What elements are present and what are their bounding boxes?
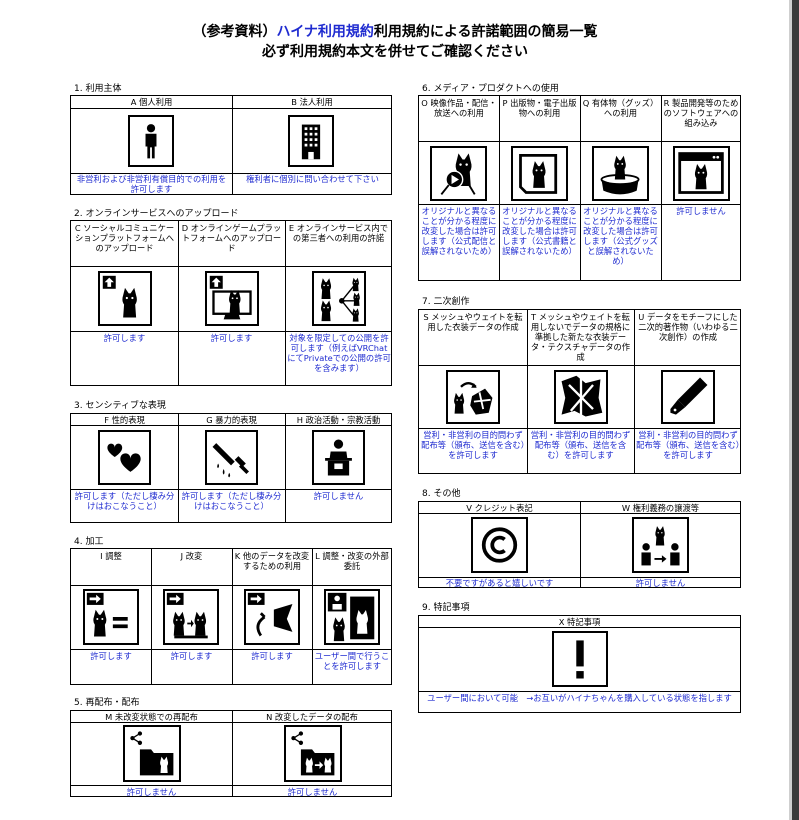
section-1-table: A 個人利用 B 法人利用 非営利および非営利有償目的での利用を許可します 権利…	[70, 95, 392, 195]
scroll-edge	[792, 0, 799, 820]
bloody-knife-icon	[205, 430, 258, 485]
s2-header-e: E オンラインサービス内での第三者への利用の許諾	[288, 223, 389, 243]
s2-result-d: 許可します	[210, 333, 253, 343]
s1-result-a: 非営利および非営利有償目的での利用を許可します	[76, 174, 227, 194]
s5-header-n: N 改変したデータの配布	[266, 712, 358, 722]
transfer-rights-icon	[632, 517, 689, 573]
s7-header-s: S メッシュやウェイトを転用した衣装データの作成	[423, 312, 523, 332]
s3-result-g: 許可します（ただし棲み分けはおこなうこと）	[181, 491, 282, 511]
title-prefix: （参考資料）	[192, 24, 277, 40]
s6-header-p: P 出版物・電子出版物への利用	[502, 98, 577, 118]
s1-header-a: A 個人利用	[130, 97, 173, 107]
s4-result-k: 許可します	[251, 651, 293, 661]
section-9-table: X 特記事項 ユーザー間において可能 →お互いがハイナちゃんを購入している状態を…	[418, 615, 741, 713]
section-6-title: 6. メディア・プロダクトへの使用	[422, 84, 559, 94]
s3-header-g: G 暴力的表現	[206, 415, 257, 425]
share-folder-cat-icon	[123, 725, 181, 782]
s2-result-c: 許可します	[103, 333, 146, 343]
hearts-icon	[98, 430, 151, 485]
upload-cat-icon	[98, 271, 152, 326]
video-cat-icon	[430, 146, 487, 201]
s4-header-l: L 調整・改変の外部委託	[315, 551, 389, 571]
s7-result-t: 営利・非営利の目的問わず配布等（頒布、送信を含む）を許可します	[530, 430, 631, 460]
s9-result-x: ユーザー間において可能 →お互いがハイナちゃんを購入している状態を指します	[427, 693, 732, 703]
building-icon	[288, 115, 334, 167]
s6-result-p: オリジナルと異なることが分かる程度に改変した場合は許可します（公式書籍と誤解され…	[502, 206, 577, 256]
exclamation-icon	[552, 631, 608, 687]
s3-result-f: 許可します（ただし棲み分けはおこなうこと）	[74, 491, 175, 511]
s3-result-h: 許可しません	[313, 491, 364, 501]
section-5-title: 5. 再配布・配布	[74, 698, 140, 708]
title-suffix: 利用規約による許諾範囲の簡易一覧	[373, 24, 598, 40]
s4-result-l: ユーザー間で行うことを許可します	[314, 651, 390, 671]
title-subline: 必ず利用規約本文を併せてご確認ください	[262, 44, 528, 60]
s6-header-r: R 製品開発等のためのソフトウェアへの組み込み	[663, 98, 739, 128]
section-4-table: I 調整 J 改変 K 他のデータを改変するための利用 L 調整・改変の外部委託…	[70, 548, 392, 685]
goods-cat-icon	[592, 146, 649, 201]
section-7-table: S メッシュやウェイトを転用した衣装データの作成 T メッシュやウェイトを転用し…	[418, 309, 741, 474]
s1-header-b: B 法人利用	[291, 97, 333, 107]
adjust-cat-icon	[83, 589, 139, 645]
modify-cat-icon	[163, 589, 219, 645]
s4-header-i: I 調整	[100, 551, 122, 561]
s7-header-u: U データをモチーフにした二次的著作物（いわゆる二次創作）の作成	[638, 312, 738, 342]
section-7-title: 7. 二次創作	[422, 297, 470, 307]
section-8-title: 8. その他	[422, 489, 461, 499]
s8-header-w: W 権利義務の譲渡等	[621, 503, 700, 513]
section-4-title: 4. 加工	[74, 537, 104, 547]
s8-result-w: 許可しません	[635, 578, 686, 588]
s8-result-v: 不要ですがあると嬉しいです	[445, 578, 554, 588]
outsource-icon	[324, 589, 380, 645]
s7-result-u: 営利・非営利の目的問わず配布等（頒布、送信を含む）を許可します	[636, 430, 740, 460]
software-window-cat-icon	[673, 146, 730, 201]
s3-header-f: F 性的表現	[104, 415, 145, 425]
s7-header-t: T メッシュやウェイトを転用しないでデータの規格に準拠した新たな衣装データ・テク…	[530, 312, 631, 362]
speaker-podium-icon	[312, 430, 365, 485]
fabric-icon	[554, 370, 608, 424]
s8-header-v: V クレジット表記	[466, 503, 533, 513]
s7-result-s: 営利・非営利の目的問わず配布等（頒布、送信を含む）を許可します	[421, 430, 525, 460]
section-3-title: 3. センシティブな表現	[74, 401, 166, 411]
s6-header-q: Q 有体物（グッズ）への利用	[582, 98, 659, 118]
s9-header-x: X 特記事項	[558, 617, 601, 627]
s4-result-j: 許可します	[170, 651, 213, 661]
person-icon	[128, 115, 174, 167]
s4-header-j: J 改変	[180, 551, 203, 561]
s6-header-o: O 映像作品・配信・放送への利用	[421, 98, 497, 118]
s3-header-h: H 政治活動・宗教活動	[296, 415, 381, 425]
s5-result-n: 許可しません	[287, 787, 338, 797]
s2-result-e: 対象を限定しての公開を許可します（例えばVRChatにてPrivateでの公開の…	[287, 333, 391, 373]
s6-result-r: 許可しません	[676, 206, 726, 216]
s5-header-m: M 未改変状態での再配布	[105, 712, 198, 722]
s4-result-i: 許可します	[90, 651, 132, 661]
s2-header-d: D オンラインゲームプラットフォームへのアップロード	[181, 223, 282, 253]
section-8-table: V クレジット表記 W 権利義務の譲渡等 不要ですがあると嬉しいです 許可しませ…	[418, 501, 741, 588]
section-1-title: 1. 利用主体	[74, 84, 122, 94]
s6-result-o: オリジナルと異なることが分かる程度に改変した場合は許可します（公式配信と誤解され…	[421, 206, 497, 256]
section-3-table: F 性的表現 G 暴力的表現 H 政治活動・宗教活動 許可します（ただし棲み分け…	[70, 413, 392, 523]
s2-header-c: C ソーシャルコミュニケーションプラットフォームへのアップロード	[74, 223, 175, 253]
section-5-table: M 未改変状態での再配布 N 改変したデータの配布 許可しません 許可しません	[70, 710, 392, 797]
share-network-icon	[312, 271, 366, 326]
page-title: （参考資料）ハイナ利用規約利用規約による許諾範囲の簡易一覧 必ず利用規約本文を併…	[0, 22, 790, 62]
section-2-title: 2. オンラインサービスへのアップロード	[74, 209, 239, 219]
s6-result-q: オリジナルと異なることが分かる程度に改変した場合は許可します（公式グッズと誤解さ…	[583, 206, 658, 266]
s1-result-b: 権利者に個別に問い合わせて下さい	[246, 174, 379, 184]
pen-nib-icon	[661, 370, 715, 424]
page-shadow	[789, 0, 792, 820]
section-9-title: 9. 特記事項	[422, 603, 470, 613]
upload-monitor-cat-icon	[205, 271, 259, 326]
extract-part-icon	[244, 589, 300, 645]
cat-to-fabric-icon	[446, 370, 500, 424]
publication-cat-icon	[511, 146, 568, 201]
s5-result-m: 許可しません	[126, 787, 177, 797]
title-link[interactable]: ハイナ利用規約	[276, 24, 374, 40]
share-folder-modified-icon	[284, 725, 342, 782]
copyright-icon	[471, 517, 528, 573]
s4-header-k: K 他のデータを改変するための利用	[234, 551, 310, 571]
section-6-table: O 映像作品・配信・放送への利用 P 出版物・電子出版物への利用 Q 有体物（グ…	[418, 95, 741, 281]
section-2-table: C ソーシャルコミュニケーションプラットフォームへのアップロード D オンライン…	[70, 220, 392, 386]
